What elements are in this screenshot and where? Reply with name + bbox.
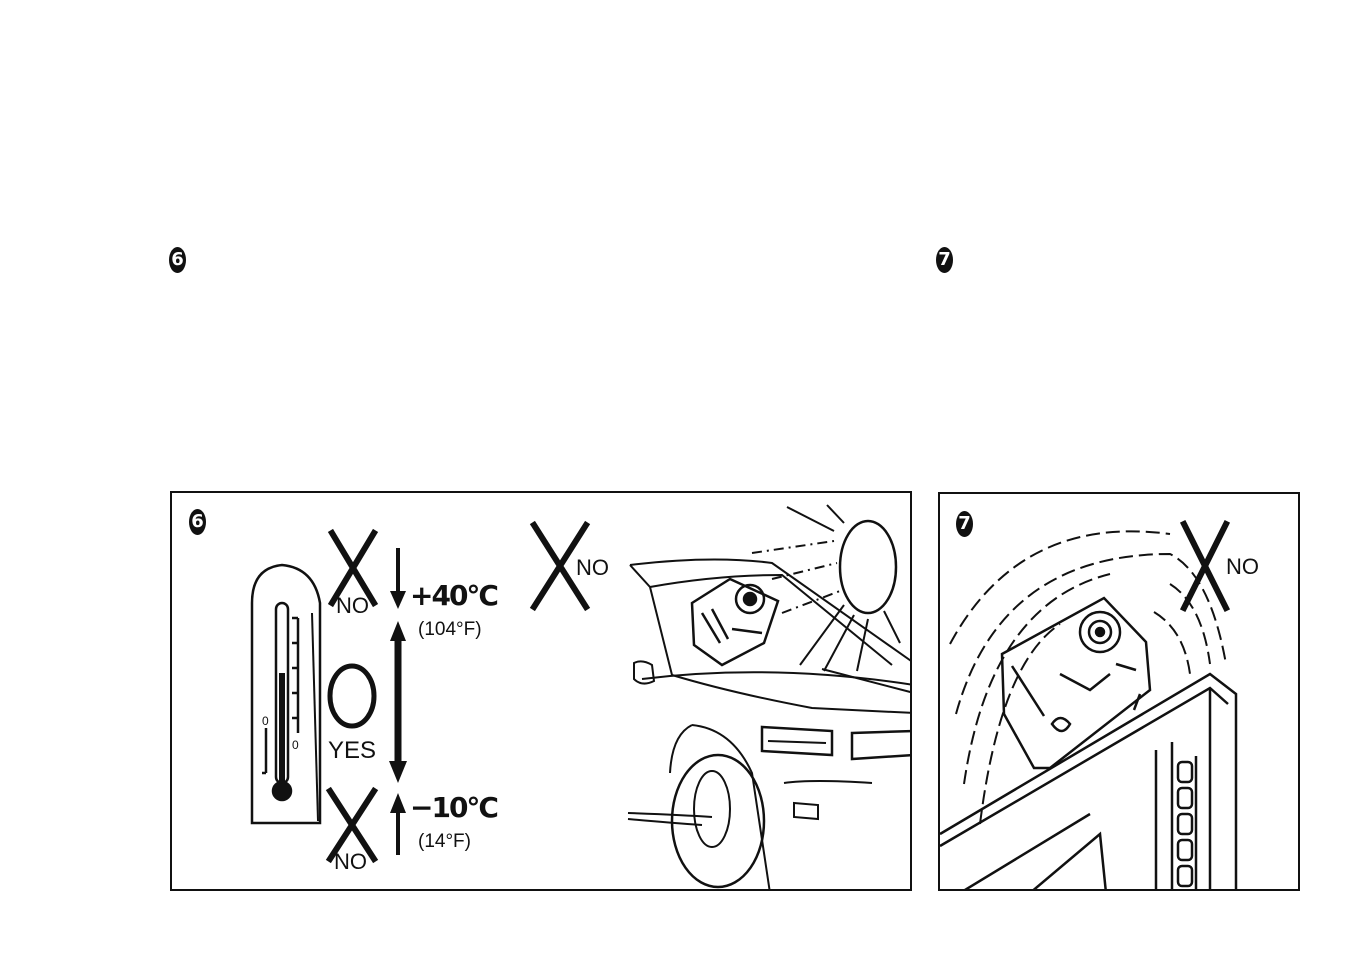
label-no-car: NO	[576, 555, 609, 581]
illustration-panel-6: 6 0 0	[170, 491, 912, 891]
camera-icon	[692, 579, 778, 665]
temp-high-fahrenheit: (104°F)	[418, 619, 482, 641]
temp-low-fahrenheit: (14°F)	[418, 831, 471, 853]
illustration-panel-7: 7	[938, 492, 1300, 891]
panel-6-drawing: 0 0	[172, 493, 912, 891]
temperature-range-arrows	[389, 548, 407, 855]
figure-number-6: 6	[169, 247, 186, 273]
figure-number-7: 7	[936, 247, 953, 273]
circle-ok-icon	[330, 666, 374, 726]
heater-icon	[940, 674, 1236, 891]
sun-icon	[752, 505, 900, 671]
svg-text:0: 0	[292, 738, 299, 752]
label-no-bottom: NO	[334, 849, 367, 875]
heat-waves	[950, 531, 1226, 824]
label-no-top: NO	[336, 593, 369, 619]
car-icon	[628, 559, 912, 891]
temp-high-celsius: +40°C	[410, 579, 497, 612]
thermometer-icon	[252, 565, 320, 823]
svg-text:0: 0	[262, 714, 269, 728]
label-no: NO	[1226, 554, 1259, 580]
label-yes: YES	[328, 737, 376, 765]
camera-icon	[1002, 598, 1150, 768]
temp-low-celsius: −10°C	[410, 791, 497, 824]
